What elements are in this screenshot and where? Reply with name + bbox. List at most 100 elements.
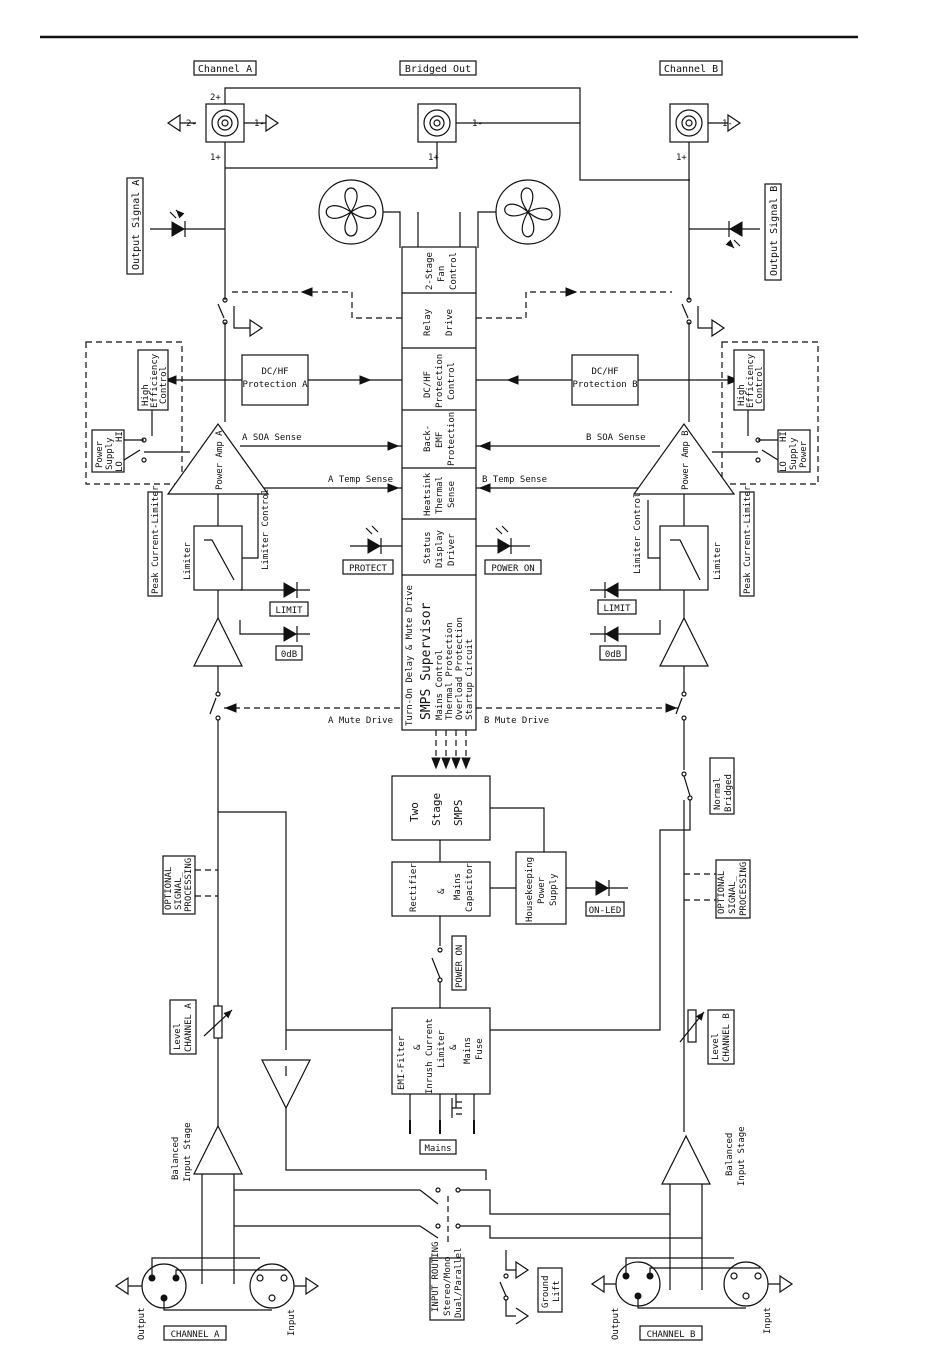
limit-led-b-icon: LIMIT	[590, 582, 660, 615]
power-on-label: POWER ON	[491, 564, 534, 574]
power-on-switch: POWER ON	[431, 935, 467, 1008]
housekeeping-power-supply: Housekeeping Power Supply ON-LED	[515, 851, 628, 925]
psu-hi: HI	[115, 431, 125, 442]
label-channel-a-top: Channel A	[198, 64, 252, 75]
channel-a-bottom-label: CHANNEL A	[171, 1330, 220, 1340]
power-on-led-icon: POWER ON	[476, 525, 542, 575]
zero-db-led-b-icon: 0dB	[590, 620, 661, 661]
limit-label: LIMIT	[275, 606, 303, 616]
psu-label: Supply	[105, 437, 115, 470]
smps-supervisor-item: Thermal Protection	[445, 622, 455, 720]
balanced-label: Input Stage	[183, 1122, 193, 1182]
limiter-control-label: Limiter Control	[633, 493, 643, 574]
smps-label: Two	[408, 802, 421, 822]
fan-right-icon	[495, 179, 561, 245]
preamp-a-icon	[193, 616, 243, 667]
preamp-b-icon	[659, 616, 709, 667]
housekeeping-label: Power	[537, 876, 547, 904]
smps-label: Stage	[430, 793, 443, 826]
fan-control-label: Fan	[437, 266, 447, 282]
mute-b-label: B Mute Drive	[484, 716, 549, 726]
limiter-control-label: Limiter Control	[261, 489, 271, 570]
soa-a-label: A SOA Sense	[242, 433, 302, 443]
output-label: Output	[611, 1307, 621, 1340]
mute-a-label: A Mute Drive	[328, 716, 393, 726]
speakon-connector-a-icon	[205, 103, 245, 143]
hi-eff-label: Efficiency	[150, 353, 160, 408]
balanced-label: Balanced	[171, 1137, 181, 1180]
soa-b-label: B SOA Sense	[586, 433, 646, 443]
channel-b-bottom-label: CHANNEL B	[647, 1330, 696, 1340]
limiter-b: Limiter Limiter Control	[633, 493, 723, 620]
smps-supervisor-label: SMPS Supervisor	[419, 602, 434, 720]
housekeeping-label: Supply	[549, 873, 559, 906]
psu-label: Power	[799, 440, 809, 468]
back-emf-label: Back-	[423, 425, 433, 452]
zero-db-label: 0dB	[281, 650, 297, 660]
mains-cap-label: Mains	[453, 873, 463, 900]
label-output-signal-a: Output Signal A	[131, 180, 142, 270]
power-on-switch-label: POWER ON	[455, 945, 465, 988]
optional-label: OPTIONAL	[717, 871, 727, 914]
psu-lo: LO	[115, 461, 125, 472]
optional-label: PROCESSING	[184, 858, 194, 912]
dchf-label: DC/HF	[261, 367, 288, 377]
temp-b-label: B Temp Sense	[482, 475, 547, 485]
hi-eff-label: High	[737, 384, 747, 406]
emi-filter-block: EMI-Filter & Inrush Current Limiter & Ma…	[391, 1007, 491, 1155]
rectifier-mains-capacitor: Rectifier & Mains Capacitor	[391, 861, 516, 946]
optional-signal-processing-a: OPTIONAL SIGNAL_ PROCESSING	[162, 811, 287, 1050]
pin-label: 1+	[428, 153, 439, 163]
mains-cap-label: Capacitor	[465, 863, 475, 912]
protect-led-icon: PROTECT	[342, 525, 402, 575]
output-signal-a: Output Signal A	[126, 177, 225, 275]
dchf-label: DC/HF	[591, 367, 618, 377]
amp-b-label: Power Amp B	[681, 430, 691, 490]
optional-signal-processing-b: OPTIONAL SIGNAL_ PROCESSING	[684, 859, 751, 919]
mute-switch-b-icon	[675, 666, 687, 770]
psu-label: Power	[95, 440, 105, 468]
relay-switch-b-icon	[681, 297, 726, 422]
zero-db-label: 0dB	[605, 650, 621, 660]
mains-fuse-label: Mains	[463, 1037, 473, 1064]
hi-eff-label: High	[141, 384, 151, 406]
heatsink-label: Sense	[447, 481, 457, 508]
smps-supervisor-item: Startup Circuit	[465, 639, 475, 720]
limiter-label: Limiter	[713, 541, 723, 580]
hi-eff-label: Control	[755, 366, 765, 404]
dchf-control-label: Protection	[435, 354, 445, 408]
limit-label: LIMIT	[603, 604, 631, 614]
level-channel-b: CHANNEL B	[722, 1013, 732, 1062]
amp-sign: &	[437, 888, 447, 894]
label-bridged-out: Bridged Out	[405, 64, 471, 75]
level-pot-b: Level CHANNEL B	[679, 1009, 735, 1065]
protect-label: PROTECT	[349, 564, 388, 574]
level-label: Level	[173, 1023, 183, 1050]
pin-label: 1+	[210, 153, 221, 163]
optional-label: SIGNAL_	[728, 875, 738, 914]
power-amp-b: Power Amp B	[632, 422, 736, 495]
heatsink-label: Thermal	[435, 476, 445, 514]
output-label: Output	[137, 1307, 147, 1340]
balanced-input-stage-a: Balanced Input Stage	[171, 1122, 243, 1284]
peak-limiter-b: Peak Current-Limiter	[743, 485, 753, 594]
input-routing-label: Dual/Parallel	[454, 1248, 464, 1318]
input-routing-label: INPUT ROUTING	[431, 1242, 441, 1312]
psu-lo: LO	[779, 461, 789, 472]
inrush-label: Limiter	[437, 1029, 447, 1068]
relay-label: Relay	[423, 308, 433, 336]
output-signal-b: Output Signal B	[689, 183, 782, 281]
fan-control-label: 2-Stage	[425, 252, 435, 290]
fan-control-label: Control	[449, 252, 459, 290]
pin-label: 1-	[254, 119, 265, 129]
back-emf-label: EMF	[435, 432, 445, 448]
ground-label: Lift	[552, 1280, 562, 1302]
pin-label: 1+	[676, 153, 687, 163]
hi-eff-label: Efficiency	[746, 353, 756, 408]
rectifier-label: Rectifier	[409, 863, 419, 912]
level-label: Level	[711, 1033, 721, 1060]
bridged-label: Bridged	[724, 774, 734, 812]
optional-label: OPTIONAL	[164, 867, 174, 910]
power-supply-a: High Efficiency Control Power Supply LO …	[85, 341, 190, 485]
